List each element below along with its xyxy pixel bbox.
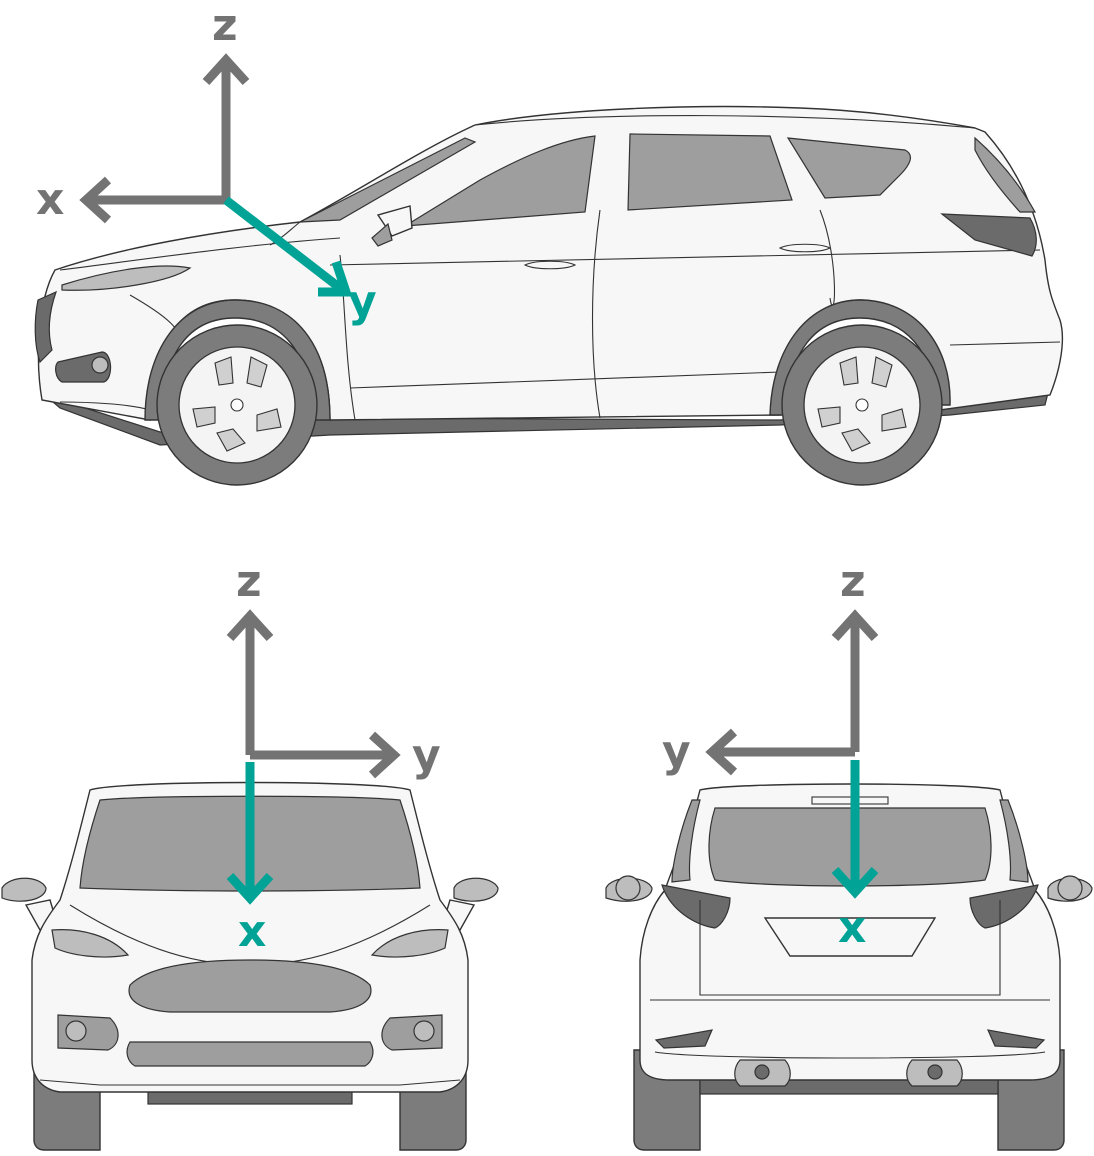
front-left-headlight [51,929,130,958]
rear-left-tail-light [661,884,731,929]
rear-view: z y x [605,556,1093,1151]
front-axes [226,609,401,905]
rear-right-tail-light [969,884,1039,929]
front-x-label: x [238,906,266,957]
front-left-mirror [1,877,47,902]
front-right-mirror [453,877,499,902]
side-y-label: y [348,276,377,327]
front-view: z y x [1,556,499,1151]
side-z-label: z [212,0,238,51]
front-lower-intake [126,1041,374,1067]
rear-plate-recess [763,917,937,957]
car-body-side [34,105,1064,446]
rear-window [708,807,992,887]
rear-z-label: z [840,556,866,607]
front-grille [128,959,372,1013]
front-wheel-side [156,324,318,486]
rear-left-reflector [654,1029,713,1049]
rear-x-label: x [838,902,866,953]
rear-right-reflector [987,1029,1046,1049]
rear-wheel-side [781,324,943,486]
side-view: z x y [34,0,1064,486]
rear-left-exhaust [734,1059,791,1087]
side-x-label: x [36,174,64,225]
rear-axes [705,609,879,899]
front-y-label: y [412,730,441,781]
rear-right-exhaust [906,1059,963,1087]
front-right-headlight [370,929,449,958]
side-axes [79,53,353,297]
rear-y-label: y [662,726,691,777]
front-z-label: z [236,556,262,607]
